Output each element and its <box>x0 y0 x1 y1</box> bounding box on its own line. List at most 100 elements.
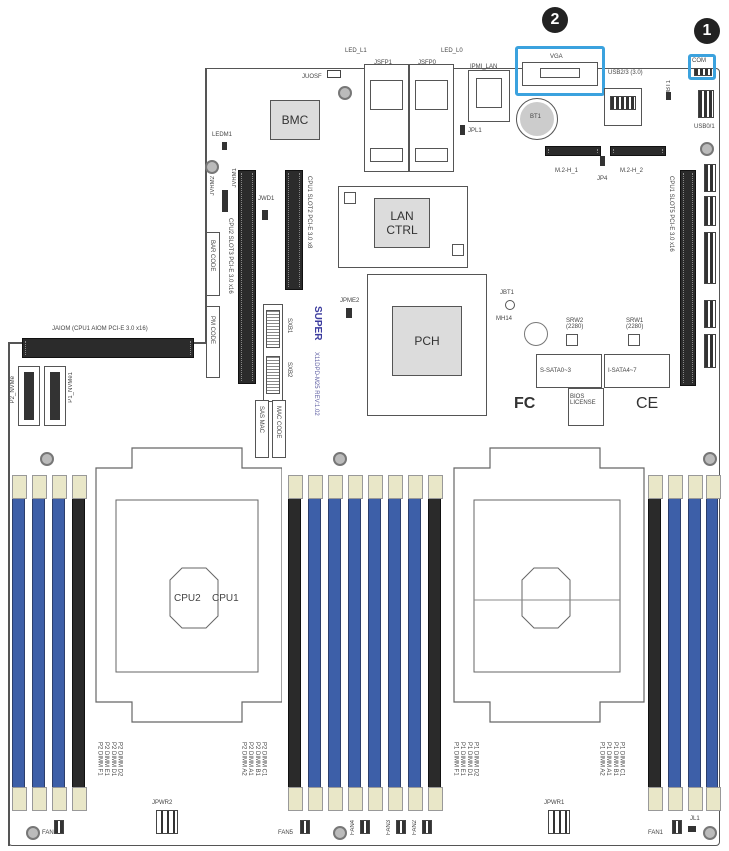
jl1-label: JL1 <box>690 816 700 822</box>
usb01-header <box>698 90 714 118</box>
m2-slot-1 <box>545 146 601 156</box>
right-header-4 <box>704 300 716 328</box>
sxb2-label: SXB2 <box>286 362 292 378</box>
right-header-1 <box>704 164 716 192</box>
ce-logo: CE <box>636 395 659 412</box>
mount-hole <box>205 160 219 174</box>
jwd1-label: JWD1 <box>258 196 275 202</box>
super-logo: SUPER <box>312 306 323 341</box>
jbt1-label: JBT1 <box>500 290 515 296</box>
callout-1: 1 <box>694 18 720 44</box>
dimm-p2-left-labels: P2 DIMM D2 P2 DIMM D1 P2 DIMM E1 P2 DIMM… <box>96 742 123 777</box>
jl1-header <box>688 826 696 832</box>
mount-hole <box>333 452 347 466</box>
pch-chip: PCH <box>392 306 462 376</box>
mac-code-box <box>272 400 286 458</box>
dimm-slot <box>688 475 703 811</box>
fan3-label: FAN3 <box>386 820 392 836</box>
mount-hole <box>700 142 714 156</box>
usb23-label: USB2/3 (3.0) <box>608 70 643 76</box>
mh14-label: MH14 <box>496 316 513 322</box>
com-header <box>694 68 712 76</box>
jiod-label: JUOSF <box>302 74 322 80</box>
dimm-slot <box>706 475 721 811</box>
m2-2-label: M.2-H_2 <box>620 168 644 174</box>
usb01-label: USB0/1 <box>694 124 715 130</box>
jbt-header <box>666 92 671 100</box>
aiom-slot <box>22 338 194 358</box>
mount-hole <box>703 452 717 466</box>
jsfp1-label: JSFP1 <box>374 60 393 66</box>
dimm-slot <box>648 475 663 811</box>
dimm-slot <box>308 475 323 811</box>
jiod-header <box>327 70 341 78</box>
dimm-slot <box>348 475 363 811</box>
ipmi-lan-jack <box>476 78 502 108</box>
p1-nvme-label: P1_NVMe1 <box>68 372 74 403</box>
dimm-slot <box>288 475 303 811</box>
fan1-label: FAN1 <box>648 830 664 836</box>
bar-code-box <box>206 232 220 296</box>
dimm-slot <box>72 475 87 811</box>
p1-nvme-slot <box>50 372 60 420</box>
lan-ctrl-pad <box>344 192 356 204</box>
battery-cell <box>520 102 554 136</box>
dimm-slot <box>12 475 27 811</box>
cpu1-label: CPU1 <box>212 593 239 604</box>
sas-mac-box <box>255 400 269 458</box>
com-highlight <box>688 54 716 80</box>
jpwr1-connector <box>548 810 570 834</box>
dimm-p1-mid-labels: P1 DIMM D2 P1 DIMM D1 P1 DIMM E1 P1 DIMM… <box>452 742 479 777</box>
m2-1-label: M.2-H_1 <box>555 168 579 174</box>
cpu2-socket <box>95 447 282 723</box>
sas-mac-label: SAS MAC <box>258 406 264 434</box>
sxb2-pins <box>266 356 280 394</box>
jpwr1-label: JPWR1 <box>544 800 565 806</box>
sfp0-latch <box>415 148 448 162</box>
jp4-label: JP4 <box>597 176 608 182</box>
bios-license-box <box>568 388 604 426</box>
pm-code-label: PM CODE <box>209 316 215 345</box>
bmc-chip: BMC <box>270 100 320 140</box>
dimm-slot <box>52 475 67 811</box>
mount-hole <box>333 826 347 840</box>
jbt1-pad <box>505 300 515 310</box>
sfp1-latch <box>370 148 403 162</box>
vga-dsub <box>540 68 580 78</box>
right-header-2 <box>704 196 716 226</box>
fan1-header <box>672 820 682 834</box>
cpu1-slot5-label: CPU1 SLOT5 PCI-E 3.0 x16 <box>668 176 674 252</box>
jpwr2-connector <box>156 810 178 834</box>
srw2-pad <box>566 334 578 346</box>
ipmi-lan-label: IPMI_LAN <box>470 64 498 70</box>
led-l1-label: LED_L1 <box>345 48 367 54</box>
sfp1-port <box>370 80 403 110</box>
led-l0-label: LED_L0 <box>441 48 463 54</box>
srw1-label: SRW1 (2280) <box>626 318 644 330</box>
jvrm2-label: JVRM2 <box>210 176 216 196</box>
dimm-slot <box>408 475 423 811</box>
isata-connector <box>604 354 670 388</box>
fan4-header <box>360 820 370 834</box>
mh14-hole <box>524 322 548 346</box>
pcie-slot-cpu1-slot2 <box>285 170 303 290</box>
fan2-label: FAN2 <box>412 820 418 836</box>
lan-ctrl-pad <box>452 244 464 256</box>
fan4-label: FAN4 <box>350 820 356 836</box>
jpme2-label: JPME2 <box>340 298 360 304</box>
dimm-slot <box>428 475 443 811</box>
fan2-header <box>422 820 432 834</box>
dimm-slot <box>368 475 383 811</box>
ssata-connector <box>536 354 602 388</box>
jwd1-header <box>262 210 268 220</box>
callout-2: 2 <box>542 7 568 33</box>
mount-hole <box>703 826 717 840</box>
ssata-label: S-SATA0~3 <box>540 368 571 374</box>
right-header-3 <box>704 232 716 284</box>
mac-code-label: MAC CODE <box>275 406 281 439</box>
srw2-label: SRW2 (2280) <box>566 318 584 330</box>
ledm1-label: LEDM1 <box>212 132 233 138</box>
isata-label: I-SATA4~7 <box>608 368 637 374</box>
com-label: COM <box>692 58 706 64</box>
sxb1-pins <box>266 310 280 348</box>
